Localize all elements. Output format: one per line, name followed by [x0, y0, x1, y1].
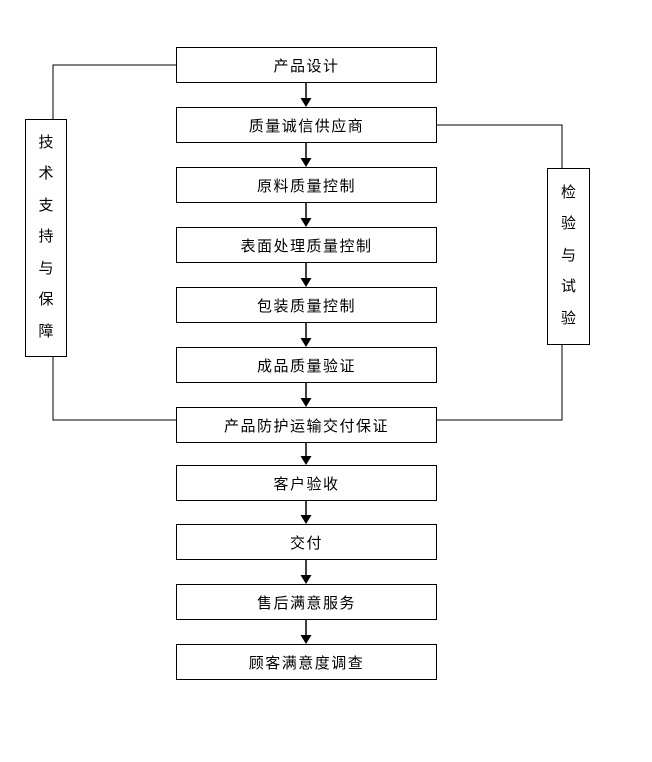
flow-step-delivery-guarantee: 产品防护运输交付保证: [176, 407, 437, 443]
flow-arrow-7: [300, 443, 312, 465]
flow-step-finished-product-verification: 成品质量验证: [176, 347, 437, 383]
flow-step-customer-acceptance: 客户验收: [176, 465, 437, 501]
connector-supplier-to-inspection: [437, 124, 563, 168]
side-box-inspection-testing: 检验与试验: [547, 168, 590, 345]
side-box-tech-support-label: 技术支持与保障: [38, 134, 54, 340]
flow-step-label: 包装质量控制: [256, 298, 356, 315]
connector-inspection-to-delivery-guarantee: [437, 345, 563, 421]
flow-step-aftersales-service: 售后满意服务: [176, 584, 437, 620]
flow-arrow-6: [300, 383, 312, 407]
flow-step-label: 交付: [289, 535, 323, 552]
flow-step-label: 客户验收: [273, 476, 340, 493]
flow-step-raw-material-qc: 原料质量控制: [176, 167, 437, 203]
flow-step-label: 产品防护运输交付保证: [223, 418, 389, 435]
flow-step-packaging-qc: 包装质量控制: [176, 287, 437, 323]
flow-arrow-9: [300, 560, 312, 584]
flow-step-surface-treatment-qc: 表面处理质量控制: [176, 227, 437, 263]
flow-step-product-design: 产品设计: [176, 47, 437, 83]
connector-design-to-techsupport: [52, 64, 176, 119]
side-box-inspection-testing-label: 检验与试验: [560, 184, 576, 327]
flow-step-label: 表面处理质量控制: [240, 238, 373, 255]
flow-step-label: 原料质量控制: [256, 178, 356, 195]
flow-arrow-8: [300, 501, 312, 524]
flow-step-label: 顾客满意度调查: [248, 655, 365, 672]
flow-step-label: 成品质量验证: [256, 358, 356, 375]
flow-step-label: 售后满意服务: [256, 595, 356, 612]
flow-step-label: 产品设计: [273, 58, 340, 75]
flow-arrow-3: [300, 203, 312, 227]
side-box-tech-support: 技术支持与保障: [25, 119, 67, 357]
connector-techsupport-to-delivery-guarantee: [52, 357, 176, 421]
flow-arrow-10: [300, 620, 312, 644]
flow-step-quality-supplier: 质量诚信供应商: [176, 107, 437, 143]
flow-step-label: 质量诚信供应商: [248, 118, 365, 135]
flow-arrow-4: [300, 263, 312, 287]
flow-step-satisfaction-survey: 顾客满意度调查: [176, 644, 437, 680]
flow-arrow-5: [300, 323, 312, 347]
flow-step-delivery: 交付: [176, 524, 437, 560]
flow-arrow-2: [300, 143, 312, 167]
flow-arrow-1: [300, 83, 312, 107]
